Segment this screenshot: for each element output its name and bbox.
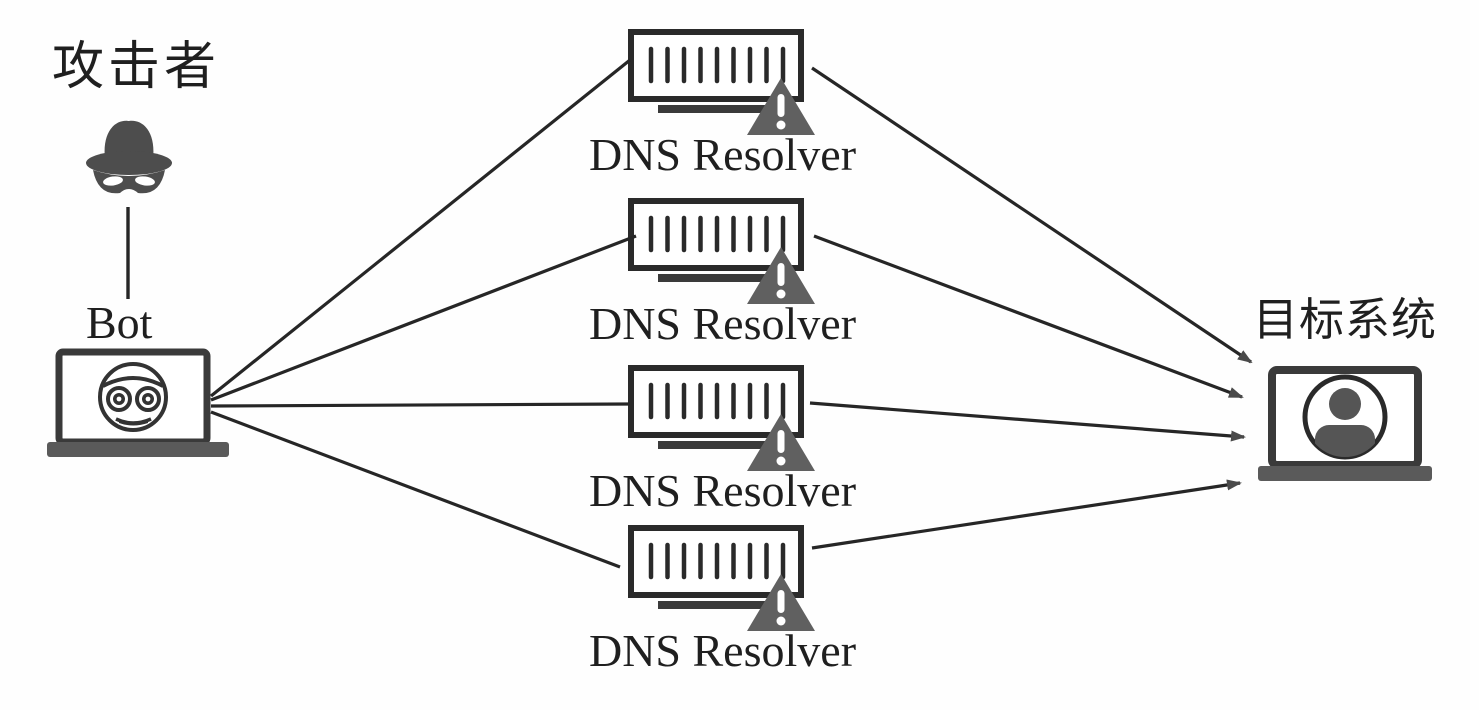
resolver-4-to-target-arrow [811,479,1242,550]
bot-to-resolver-lines [209,58,637,569]
resolver-3: DNS Resolver [575,364,870,514]
bot-to-resolver-4-line [210,410,621,569]
dns-server-icon [628,525,815,631]
warning-icon [747,574,815,631]
resolver-3-to-target-arrow [809,401,1246,442]
resolver-4: DNS Resolver [575,524,870,674]
resolver-3-label: DNS Resolver [588,465,857,516]
resolver-2-label: DNS Resolver [588,298,857,349]
attacker-label: 攻击者 [52,39,221,96]
dns-server-icon [628,29,815,135]
target-laptop-icon [1258,366,1432,481]
bot-label: Bot [86,297,153,348]
resolver-2-to-target-arrow [813,234,1244,399]
bot-to-resolver-1-line [209,58,632,398]
warning-icon [747,247,815,304]
resolver-1-label: DNS Resolver [588,129,857,180]
resolver-1-to-target-arrow [811,66,1253,364]
user-icon [1302,374,1388,460]
spy-icon [86,120,172,194]
dns-server-icon [628,365,815,471]
bot-to-resolver-2-line [210,234,637,402]
bot-to-resolver-3-line [210,402,631,408]
resolver-2: DNS Resolver [575,197,870,347]
resolver-1: DNS Resolver [575,28,870,178]
target-label: 目标系统 [1252,295,1437,345]
bot-laptop-icon [47,348,229,457]
dns-server-icon [628,198,815,304]
warning-icon [747,78,815,135]
resolver-to-target-arrows [809,66,1253,550]
resolver-4-label: DNS Resolver [588,625,857,676]
warning-icon [747,414,815,471]
